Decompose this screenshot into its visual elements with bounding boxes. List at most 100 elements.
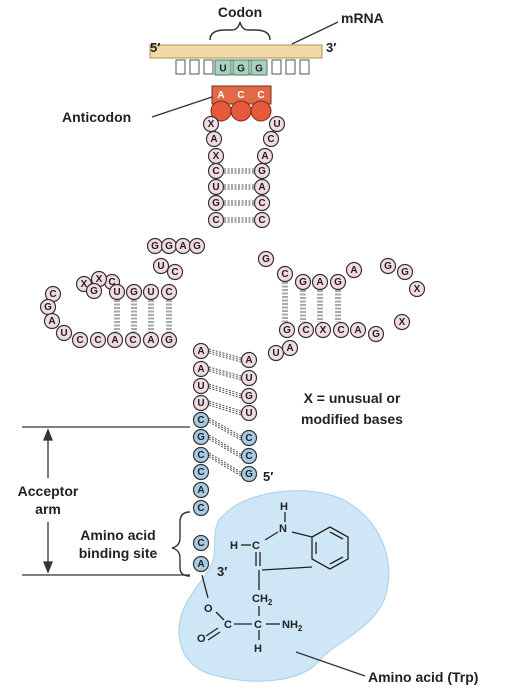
mrna-base-slot [271,59,282,75]
nucleotide-letter: A [179,241,186,252]
mrna-base-slot [175,59,186,75]
nucleotide-t-stem-top: C [276,265,294,283]
nucleotide-letter: A [147,335,154,346]
nucleotide-d-stem-top: G [85,282,103,300]
nucleotide-letter: A [197,485,204,496]
nucleotide-letter: U [272,348,279,359]
nucleotide-letter: G [44,302,52,313]
nucleotide-t-stem-top: G [257,250,275,268]
nucleotide-t-stem-bottom: C [332,321,350,339]
nucleotide-d-stem-top: C [160,283,178,301]
base-pairs [114,168,341,477]
nucleotide-letter: C [165,287,172,298]
nucleotide-letter: U [157,261,164,272]
anticodon-base-letter: A [217,90,224,101]
chem-c-alpha: C [254,619,262,631]
mrna-leader-line [291,21,339,45]
nucleotide-letter: C [258,215,265,226]
anticodon-nucleotide [230,100,252,122]
acceptor-arm-label-1: Acceptor [18,483,79,499]
nucleotide-anticodon-right: C [253,194,271,212]
nucleotide-letter: A [245,355,252,366]
nucleotide-letter: G [384,261,392,272]
nucleotide-d-stem-bottom: C [71,331,89,349]
nucleotide-anticodon-right: C [253,211,271,229]
nucleotide-letter: U [147,287,154,298]
nucleotide-letter: G [258,166,266,177]
nucleotide-acceptor-left: A [192,555,210,573]
nucleotide-d-top: G [188,237,206,255]
nucleotide-t-loop: X [408,280,426,298]
nucleotide-acceptor-right: U [240,369,258,387]
nucleotide-anticodon-left: U [207,178,225,196]
nucleotide-acceptor-left: A [192,360,210,378]
nucleotide-acceptor-left: A [192,481,210,499]
nucleotide-d-loop: C [44,285,62,303]
nucleotide-letter: C [245,451,252,462]
nucleotide-acceptor-right: C [240,429,258,447]
nucleotide-d-stem-top: U [152,257,170,275]
nucleotide-variable: U [267,344,285,362]
three-prime-end-label: 3′ [217,564,227,579]
nucleotide-anticodon-left: C [207,162,225,180]
nucleotide-t-stem-bottom: G [367,325,385,343]
five-prime-end-label: 5′ [263,469,273,484]
anticodon-base-letter: C [257,90,264,101]
nucleotide-t-stem-bottom: X [393,313,411,331]
nucleotide-letter: C [212,215,219,226]
nucleotide-acceptor-left: C [192,463,210,481]
nucleotide-letter: X [81,279,88,290]
codon-base-letter: U [219,64,226,75]
nucleotide-t-stem-top: G [329,273,347,291]
nucleotide-letter: C [197,450,204,461]
nucleotide-d-stem-top: G [125,283,143,301]
nucleotide-letter: G [90,286,98,297]
nucleotide-t-loop: G [396,263,414,281]
legend-line-1: X = unusual or [304,390,401,406]
nucleotide-d-top: G [160,237,178,255]
chem-c1: C [252,540,260,552]
nucleotide-acceptor-left: C [192,411,210,429]
nucleotide-letter: C [212,166,219,177]
legend-line-2: modified bases [301,411,403,427]
amino-acid-leader-line [295,651,366,677]
nucleotide-letter: G [262,254,270,265]
nucleotide-letter: G [245,391,253,402]
chem-h-left: H [230,540,238,552]
nucleotide-acceptor-right: A [240,351,258,369]
nucleotide-letter: U [212,182,219,193]
anticodon-leader-line [151,96,213,118]
anticodon-label: Anticodon [62,109,131,125]
nucleotide-letter: C [197,538,204,549]
nucleotide-letter: A [286,343,293,354]
nucleotide-letter: A [48,316,55,327]
binding-site-brace [171,511,191,577]
nucleotide-letter: G [165,241,173,252]
chem-h-top: H [280,501,288,513]
nucleotide-letter: U [245,373,252,384]
nucleotide-t-loop: G [379,257,397,275]
nucleotide-anticodon-right: A [253,178,271,196]
nucleotide-acceptor-right: G [240,387,258,405]
nucleotide-letter: C [197,415,204,426]
nucleotide-letter: X [414,284,421,295]
nucleotide-letter: C [129,335,136,346]
nucleotide-letter: U [273,119,280,130]
nucleotide-letter: A [111,335,118,346]
nucleotide-anticodon-left: G [207,194,225,212]
codon-base-letter: G [255,64,263,75]
nucleotide-d-stem-bottom: A [106,331,124,349]
three-prime-top-label: 3′ [326,40,336,55]
nucleotide-acceptor-left: U [192,377,210,395]
nucleotide-d-stem-bottom: G [160,331,178,349]
nucleotide-letter: G [151,241,159,252]
nucleotide-letter: G [130,287,138,298]
nucleotide-anticodon-left: A [205,130,223,148]
nucleotide-letter: G [245,469,253,480]
nucleotide-d-stem-top: U [142,283,160,301]
nucleotide-letter: C [94,335,101,346]
nucleotide-letter: X [96,274,103,285]
codon-base-box [250,59,268,76]
nucleotide-d-stem-bottom: C [124,331,142,349]
